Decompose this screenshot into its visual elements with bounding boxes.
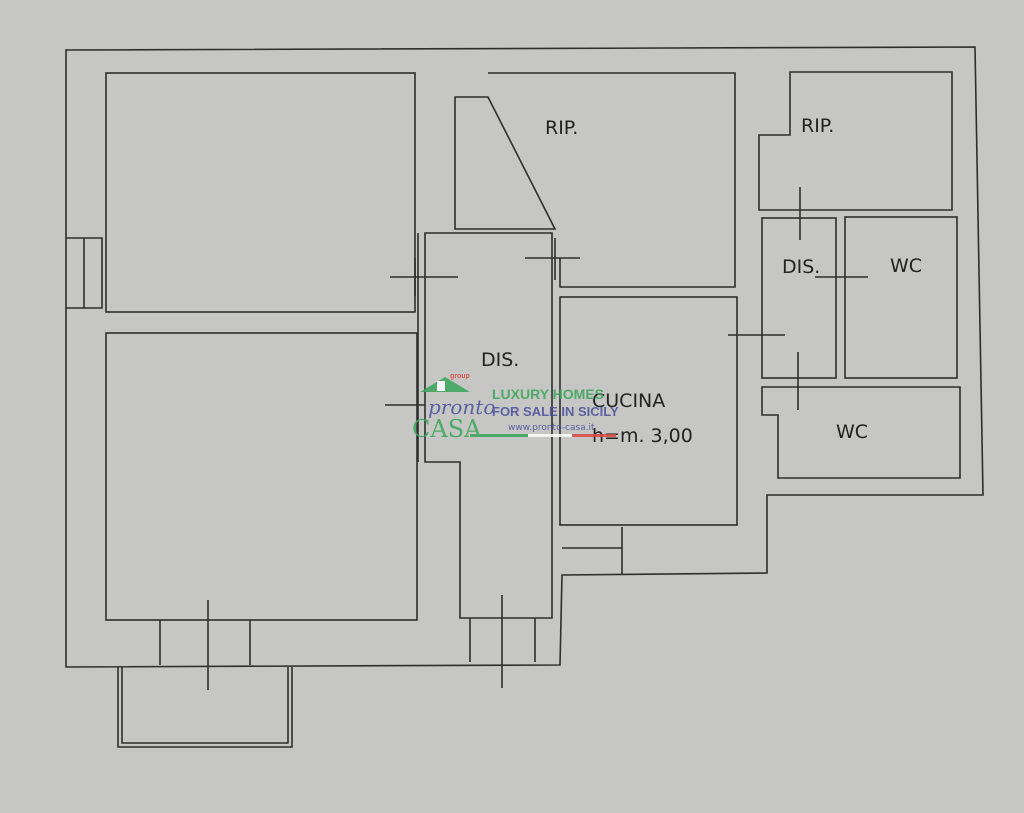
room-rip-right <box>758 71 953 211</box>
logo-tagline-2: FOR SALE IN SICILY <box>492 404 619 419</box>
room-bedroom-bottom <box>105 332 418 621</box>
flag-red <box>572 434 616 437</box>
logo-pronto: pronto <box>428 395 495 419</box>
flag-white <box>528 434 572 437</box>
room-kitchen <box>559 296 738 526</box>
label-wc-bottom: WC <box>836 421 868 443</box>
door-marks <box>159 187 868 690</box>
label-dis-center: DIS. <box>481 349 519 371</box>
room-wc-top <box>844 216 958 379</box>
watermark-logo: group pronto CASA LUXURY HOMES FOR SALE … <box>412 373 619 443</box>
left-window <box>66 237 103 309</box>
logo-casa: CASA <box>412 415 482 443</box>
balcony <box>117 667 293 748</box>
logo-group: group <box>450 373 470 380</box>
room-dis-right <box>761 217 837 379</box>
door-icon <box>437 381 445 391</box>
logo-tagline-1: LUXURY HOMES <box>492 386 604 402</box>
flag-green <box>470 434 528 437</box>
outer-wall <box>65 46 984 668</box>
room-rip-center <box>454 72 736 288</box>
label-wc-top: WC <box>890 255 922 277</box>
room-corridor <box>417 232 553 619</box>
label-kitchen: CUCINA <box>592 390 665 412</box>
room-wc-bottom <box>761 386 961 479</box>
room-bedroom-top <box>105 72 416 313</box>
label-height: h=m. 3,00 <box>592 425 693 447</box>
label-rip-right: RIP. <box>801 115 834 137</box>
logo-url: www.pronto-casa.it <box>508 423 595 433</box>
label-rip-center: RIP. <box>545 117 578 139</box>
label-dis-right: DIS. <box>782 256 820 278</box>
